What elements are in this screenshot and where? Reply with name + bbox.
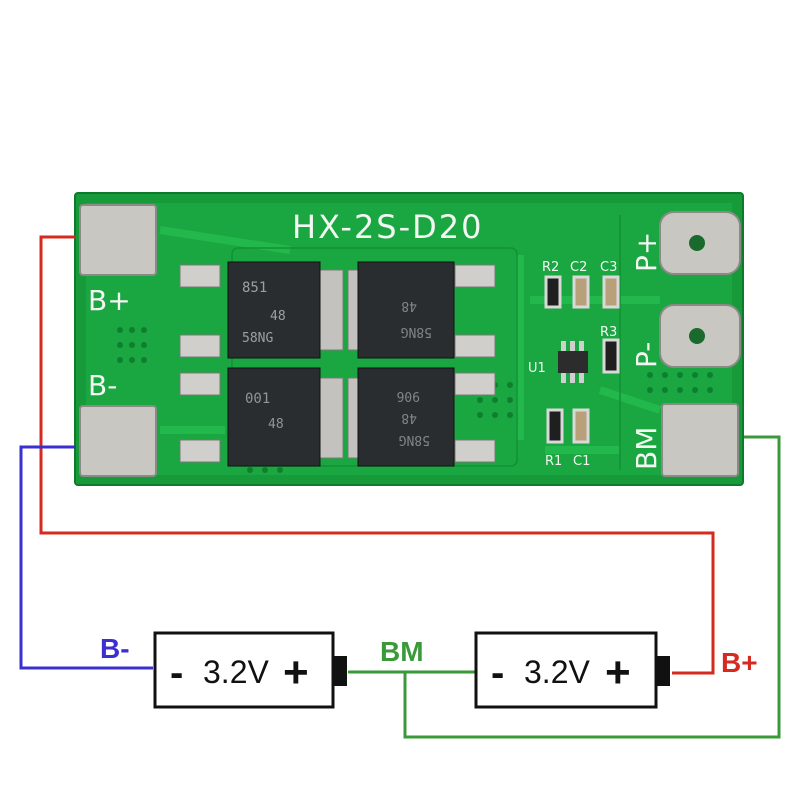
mosfet-3-mark-2: 48 [268,417,284,432]
battery-1-plus: + [283,648,309,697]
mosfet-2-mark-2: 48 [401,298,417,313]
mosfet-4: 58NG 48 906 [347,367,496,467]
mosfet-3-mark-1: 001 [245,391,270,407]
pcb-board: 851 48 58NG 58NG 48 001 48 [74,192,744,486]
silk-c3: C3 [600,260,617,275]
battery-1-voltage: 3.2V [203,654,269,690]
resistor-r1 [546,408,564,444]
battery-2-minus: - [491,651,504,695]
capacitor-c3 [602,275,620,309]
battery-2-plus: + [605,648,631,697]
board-traces [159,226,662,454]
mosfet-1-mark-3: 58NG [242,331,273,346]
mosfet-4-mark-1: 58NG [399,432,430,447]
label-b-minus: B- [100,633,130,664]
board-vias [117,327,713,473]
label-b-plus: B+ [721,647,758,678]
silk-label-p-plus: P+ [630,232,663,272]
silk-r2: R2 [542,260,559,275]
mosfet-2-mark-1: 58NG [401,324,432,339]
mosfet-4-mark-2: 48 [401,410,417,425]
pad-b-minus [79,405,157,477]
smd-components [544,275,620,444]
mosfet-2: 58NG 48 [347,261,496,359]
battery-1: - 3.2V + [153,631,347,709]
board-title: HX-2S-D20 [292,208,484,246]
battery-2-body [474,631,658,709]
label-bm: BM [380,636,424,667]
pad-bm [661,403,739,477]
silk-r1: R1 [545,454,562,469]
silk-c2: C2 [570,260,587,275]
wires [19,235,781,739]
battery-2: - 3.2V + [474,631,670,709]
wire-green-bm [403,435,781,739]
capacitor-c2 [572,275,590,309]
pad-p-minus-hole [689,328,705,344]
pad-b-plus [79,204,157,276]
resistor-r3 [602,338,620,374]
silk-label-b-minus: B- [88,369,117,402]
capacitor-c1 [572,408,590,444]
silk-label-b-plus: B+ [88,284,131,317]
silk-r3: R3 [600,325,617,340]
resistor-r2 [544,275,562,309]
mosfet-1: 851 48 58NG [179,261,344,359]
battery-1-minus: - [170,651,183,695]
mosfet-1-mark-1: 851 [242,280,267,296]
wire-blue-b-minus [19,445,153,670]
battery-2-terminal [656,656,670,686]
battery-2-voltage: 3.2V [524,654,590,690]
ic-u1 [558,341,588,383]
silk-u1: U1 [528,361,546,376]
silk-label-p-minus: P- [630,342,663,368]
pad-p-plus-hole [689,235,705,251]
mosfet-1-mark-2: 48 [270,309,286,324]
battery-1-terminal [333,656,347,686]
silk-label-bm: BM [630,427,663,470]
mosfet-3: 001 48 [179,367,344,467]
mosfet-4-mark-3: 906 [397,388,420,403]
silk-c1: C1 [573,454,590,469]
wire-red-b-plus [39,235,715,675]
